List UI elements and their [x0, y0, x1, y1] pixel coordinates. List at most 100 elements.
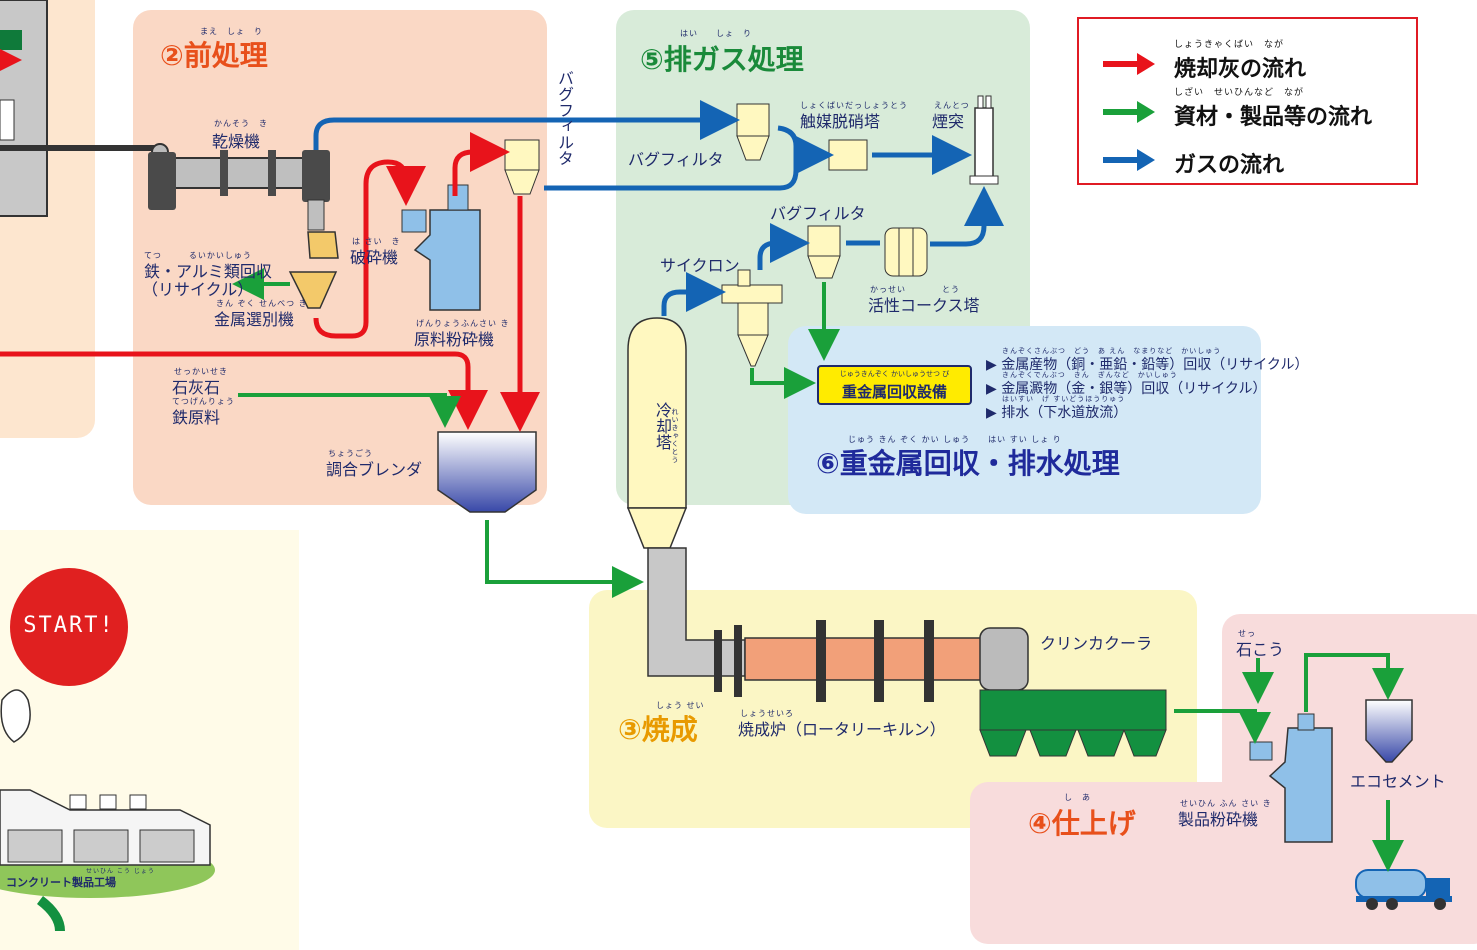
limestone-ruby: せっかいせき: [174, 367, 228, 376]
exhaust-bagfilter-1: [736, 103, 770, 161]
blue-flow-coke-chimney: [930, 186, 1004, 247]
gypsum-ruby: せっ: [1238, 629, 1256, 638]
blender-label: 調合ブレンダ: [326, 460, 423, 479]
cyclone-label: サイクロン: [660, 256, 740, 275]
vertical-bagfilter-label: バグフィルタ: [555, 70, 574, 166]
finishing-ruby: し あ: [1064, 793, 1091, 802]
legend-material-label: 資材・製品等の流れ: [1174, 105, 1373, 130]
iron-alu-ruby: てつ るいかいしゅう: [144, 251, 252, 260]
green-flow-limestone: [238, 393, 461, 428]
kiln-ruby: しょうせいろ: [740, 709, 794, 718]
recycle-label: （リサイクル）: [142, 280, 254, 299]
cooling-tower-label: 冷却塔: [653, 402, 672, 450]
chimney-ruby: えんとつ: [934, 101, 970, 110]
finishing-panel-bottom: [970, 782, 1270, 944]
kiln-label: 焼成炉（ロータリーキルン）: [738, 720, 946, 739]
bagfilter-2-label: バグフィルタ: [770, 204, 866, 223]
pretreatment-ruby: まえ しょ り: [200, 27, 263, 36]
start-badge[interactable]: START!: [10, 568, 128, 686]
product-mill-shape: [1249, 713, 1333, 843]
blue-arrow-icon: [1103, 149, 1155, 171]
pretreatment-title: ②前処理: [160, 39, 268, 72]
blender-ruby: ちょうごう: [328, 449, 373, 458]
green-flow-cyclone-hm: [750, 367, 816, 399]
cooling-tower-shape: [626, 317, 746, 677]
red-flow-sorter-crusher: [313, 159, 426, 339]
factory-illustration: [0, 689, 215, 932]
metal-sorter-hopper: [288, 271, 338, 309]
crusher-label: 破砕機: [350, 248, 399, 267]
hm-out-1-ruby: きんぞくさんぶつ どう あ えん なまりなど かいしゅう: [1002, 347, 1222, 355]
heavymetal-title: ⑥重金属回収・排水処理: [816, 447, 1120, 480]
burning-title: ③焼成: [618, 713, 698, 746]
heavy-metal-facility-box: じゅうきんぞく かいしゅうせつ び 重金属回収設備: [817, 365, 972, 405]
blue-flow-cyclone-bag: [757, 223, 810, 270]
cooling-tower-ruby: れいきゃくとう: [671, 408, 679, 464]
ecocement-silo: [1365, 699, 1413, 763]
blue-flow-tower-cyclone: [661, 272, 726, 316]
gypsum-label: 石こう: [1236, 640, 1285, 659]
legend-item-gas: ガスの流れ: [1079, 137, 1416, 178]
catalyst-label: 触媒脱硝塔: [800, 112, 881, 131]
legend: しょうきゃくばい なが 焼却灰の流れ しざい せいひんなど なが 資材・製品等の…: [1077, 17, 1418, 185]
exhaust-title: ⑤排ガス処理: [640, 43, 804, 76]
exhaust-bagfilter-2: [807, 225, 841, 279]
legend-ash-label: 焼却灰の流れ: [1174, 57, 1307, 82]
burning-ruby: しょう せい: [656, 701, 705, 710]
clinker-cooler-shape: [979, 689, 1167, 757]
catalyst-ruby: しょくばいだっしょうとう: [800, 101, 908, 110]
raw-mill-shape: [401, 184, 481, 311]
heavymetal-panel: [788, 326, 1261, 514]
heavymetal-ruby: じゅう きん ぞく かい しゅう はい すい しょ り: [848, 435, 1062, 444]
metal-sorter-ruby: きん ぞく せんべつ き: [216, 299, 308, 308]
clinker-cooler-label: クリンカクーラ: [1040, 634, 1153, 653]
blender-shape: [437, 431, 537, 513]
hm-out-3-ruby: はいすい げ すいどうほうりゅう: [1002, 395, 1126, 403]
activated-coke-label: 活性コークス塔: [868, 296, 980, 315]
heavy-metal-facility-label: 重金属回収設備: [841, 383, 947, 401]
dryer-label: 乾燥機: [212, 132, 261, 151]
left-machine: [0, 0, 169, 217]
finishing-title: ④仕上げ: [1028, 807, 1136, 840]
red-arrow-icon: [1103, 53, 1155, 75]
iron-raw-ruby: てつげんりょう: [172, 397, 235, 406]
product-mill-ruby: せいひん ふん さい き: [1180, 799, 1272, 808]
hm-out-3-label: ▶ 排水（下水道放流）: [986, 405, 1128, 421]
green-flow-cooler-mill: [1174, 709, 1271, 744]
legend-material-ruby: しざい せいひんなど なが: [1174, 88, 1305, 98]
factory-ruby: せいひん こう じょう: [86, 868, 155, 875]
limestone-label: 石灰石: [172, 378, 221, 397]
hm-out-1-label: ▶ 金属産物（銅・亜鉛・鉛等）回収（リサイクル）: [986, 357, 1309, 373]
catalyst-tower-shape: [828, 139, 868, 171]
green-flow-mill-silo: [1304, 653, 1404, 712]
green-arrow-icon: [1103, 101, 1155, 123]
metal-sorter-label: 金属選別機: [214, 310, 295, 329]
legend-gas-label: ガスの流れ: [1174, 153, 1285, 178]
activated-coke-shape: [884, 227, 928, 277]
red-flow-mill-bag: [452, 132, 510, 196]
factory-label: コンクリート製品工場: [6, 876, 116, 889]
crusher-hopper: [307, 231, 339, 259]
activated-coke-ruby: かっせい とう: [870, 285, 960, 294]
chimney-shape: [969, 95, 999, 185]
raw-mill-label: 原料粉砕機: [414, 330, 495, 349]
legend-item-material: しざい せいひんなど なが 資材・製品等の流れ: [1079, 88, 1416, 130]
legend-item-ash: しょうきゃくばい なが 焼却灰の流れ: [1079, 40, 1416, 82]
truck-icon: [1355, 869, 1452, 910]
blue-flow-dryer-bag: [313, 100, 740, 150]
ecocement-label: エコセメント: [1350, 772, 1446, 791]
green-flow-blender-kiln: [485, 520, 644, 598]
hm-out-2-label: ▶ 金属澱物（金・銀等）回収（リサイクル）: [986, 381, 1267, 397]
chimney-label: 煙突: [932, 112, 965, 131]
iron-raw-label: 鉄原料: [172, 408, 221, 427]
cyclone-shape: [721, 269, 783, 367]
iron-alu-label: 鉄・アルミ類回収: [144, 262, 272, 281]
bagfilter-1-label: バグフィルタ: [628, 150, 724, 169]
product-mill-label: 製品粉砕機: [1178, 810, 1259, 829]
red-flow-main: [0, 351, 488, 430]
crusher-ruby: は さい き: [352, 237, 401, 246]
heavy-metal-facility-ruby: じゅうきんぞく かいしゅうせつ び: [839, 370, 950, 378]
pretreat-bagfilter-shape: [504, 139, 540, 195]
dryer-drum: [148, 150, 330, 231]
